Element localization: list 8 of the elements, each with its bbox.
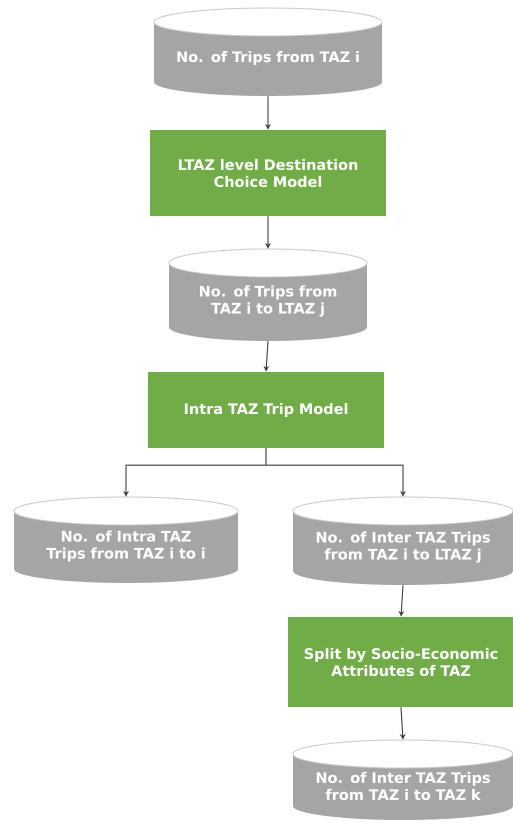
database-cylinder: No. of Inter TAZ Trips from TAZ i to TAZ k xyxy=(292,740,513,820)
process-box: Split by Socio-Economic Attributes of TAZ xyxy=(288,617,513,707)
database-cylinder: No. of Intra TAZ Trips from TAZ i to i xyxy=(14,496,238,583)
process-box: LTAZ level Destination Choice Model xyxy=(150,130,386,216)
database-cylinder: No. of Trips from TAZ i xyxy=(154,8,382,96)
database-cylinder: No. of Inter TAZ Trips from TAZ i to LTAZ j xyxy=(292,496,513,585)
process-box: Intra TAZ Trip Model xyxy=(148,372,384,448)
database-cylinder: No. of Trips from TAZ i to LTAZ j xyxy=(168,248,368,341)
